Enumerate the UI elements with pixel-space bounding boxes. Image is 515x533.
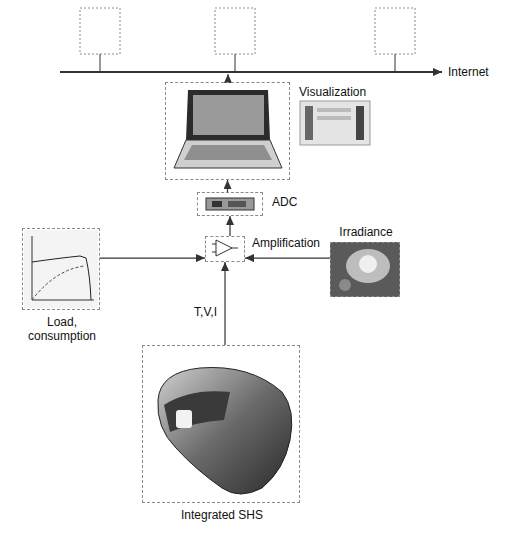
internet-bus (60, 71, 442, 73)
network-drop (395, 54, 396, 72)
node-label: Amplification (252, 236, 320, 250)
network-drop (100, 54, 101, 72)
signal-arrow (245, 258, 330, 259)
edge-label: T,V,I (193, 305, 218, 319)
computer-box: Visualization (165, 82, 290, 180)
network-box (80, 8, 120, 54)
node-label: Irradiance (339, 225, 392, 239)
irradiance-photo (330, 242, 400, 297)
network-box (215, 8, 255, 54)
amplifier-symbol (212, 240, 238, 256)
node-label: ADC (272, 195, 297, 209)
amplifier-box: Amplification (205, 236, 245, 262)
network-label: Internet (448, 65, 489, 79)
load-box: Load, consumption (22, 228, 100, 310)
network-box (375, 8, 415, 54)
signal-arrow (224, 262, 225, 345)
node-label: Load, consumption (21, 315, 103, 343)
signal-arrow (229, 216, 230, 236)
uplink-arrow (228, 74, 229, 82)
shs-device (158, 368, 292, 495)
shs-box: Integrated SHS (142, 345, 300, 503)
irradiance-box: Irradiance (330, 242, 400, 297)
load-chart (24, 230, 98, 308)
adc-box: ADC (197, 192, 263, 216)
signal-arrow (227, 180, 228, 192)
node-label: Integrated SHS (181, 508, 263, 522)
adc-board (206, 198, 254, 210)
node-label: Visualization (299, 85, 366, 99)
visualization-image (300, 101, 370, 145)
laptop-illustration (174, 90, 282, 168)
network-drop (235, 54, 236, 72)
signal-arrow (100, 258, 205, 259)
